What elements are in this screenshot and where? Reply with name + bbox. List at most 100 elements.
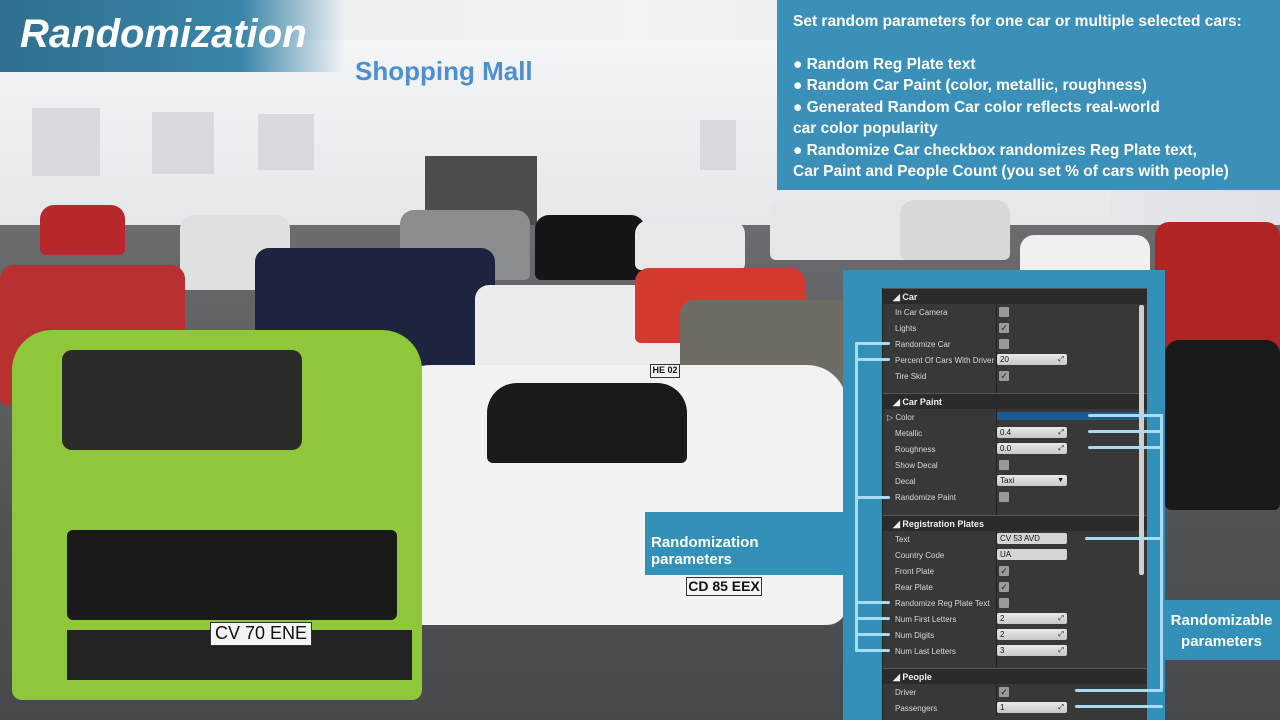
prop-label: Decal [895, 477, 916, 486]
section-title: Registration Plates [902, 519, 984, 529]
prop-label: Color [895, 413, 915, 422]
prop-label: Passengers [895, 704, 938, 713]
callout-text: Randomizable [1170, 612, 1273, 629]
section-registration-plates[interactable]: ◢ Registration Plates [883, 515, 1147, 531]
lights-checkbox[interactable]: ✓ [999, 323, 1009, 333]
prop-front-plate: Front Plate✓ [883, 563, 1147, 579]
num-first-letters-input[interactable]: 2⤢ [997, 613, 1067, 624]
car [635, 220, 745, 270]
car [1165, 340, 1280, 510]
tire-skid-checkbox[interactable]: ✓ [999, 371, 1009, 381]
license-plate: CD 85 EEX [686, 577, 762, 596]
car [40, 205, 125, 255]
prop-num-first-letters: Num First Letters 2⤢ [883, 611, 1147, 627]
country-code-input[interactable]: UA [997, 549, 1067, 560]
expand-arrow-icon: ▷ Color [887, 413, 915, 422]
green-pickup-truck: CV 70 ENE [12, 330, 422, 700]
connector-line [855, 601, 890, 604]
prop-rear-plate: Rear Plate ✓ [883, 579, 1147, 595]
in-car-camera-checkbox[interactable] [999, 307, 1009, 317]
prop-randomize-plate-text: Randomize Reg Plate Text [883, 595, 1147, 611]
connector-line [1088, 430, 1163, 433]
prop-label: Rear Plate [895, 583, 933, 592]
num-digits-input[interactable]: 2⤢ [997, 629, 1067, 640]
white-sports-car [372, 365, 847, 625]
prop-passengers: Passengers 1⤢ [883, 700, 1147, 716]
connector-line [1160, 414, 1163, 690]
info-bullet: ● Randomize Car checkbox randomizes Reg … [793, 141, 1197, 159]
title-banner [0, 0, 345, 72]
percent-driver-input[interactable]: 20 ⤢ [997, 354, 1067, 365]
drag-icon: ⤢ [1058, 429, 1064, 436]
prop-label: Metallic [895, 429, 923, 438]
info-bullet: Car Paint and People Count (you set % of… [793, 163, 1229, 180]
prop-label: Text [895, 535, 910, 544]
rear-plate-checkbox[interactable]: ✓ [999, 582, 1009, 592]
section-title: People [902, 672, 932, 682]
metallic-input[interactable]: 0.4 ⤢ [997, 427, 1067, 438]
section-people[interactable]: ◢ People [883, 668, 1147, 684]
connector-line [855, 649, 890, 652]
prop-roughness: Roughness 0.0⤢ [883, 441, 1147, 457]
prop-metallic: Metallic 0.4 ⤢ [883, 425, 1147, 441]
value: 20 [1000, 355, 1009, 364]
roughness-input[interactable]: 0.0⤢ [997, 443, 1067, 454]
prop-label: Show Decal [895, 461, 938, 470]
prop-label: Lights [895, 324, 917, 333]
decal-dropdown[interactable]: Taxi▼ [997, 475, 1067, 486]
section-title: Car Paint [902, 397, 942, 407]
passengers-input[interactable]: 1⤢ [997, 702, 1067, 713]
num-last-letters-input[interactable]: 3⤢ [997, 645, 1067, 656]
prop-lights: Lights ✓ [883, 320, 1147, 336]
section-title: Car [902, 292, 918, 302]
connector-line [855, 633, 890, 636]
prop-show-decal: Show Decal [883, 457, 1147, 473]
info-bullet: ● Random Reg Plate text [793, 55, 976, 73]
prop-randomize-paint: Randomize Paint [883, 489, 1147, 505]
drag-icon: ⤢ [1058, 631, 1064, 638]
prop-label: In Car Camera [895, 308, 948, 317]
prop-label: Roughness [895, 445, 936, 454]
value: Taxi [1000, 476, 1015, 485]
car [900, 200, 1010, 260]
prop-tire-skid: Tire Skid ✓ [883, 368, 1147, 384]
prop-label: Randomize Paint [895, 493, 956, 502]
prop-label: Randomize Reg Plate Text [895, 599, 990, 608]
randomize-paint-checkbox[interactable] [999, 492, 1009, 502]
page-title: Randomization [20, 12, 307, 56]
driver-checkbox[interactable]: ✓ [999, 687, 1009, 697]
drag-icon: ⤢ [1058, 647, 1064, 654]
prop-label: Num First Letters [895, 615, 957, 624]
prop-label: Country Code [895, 551, 945, 560]
connector-line [1088, 414, 1163, 417]
drag-icon: ⤢ [1058, 356, 1064, 363]
randomize-car-checkbox[interactable] [999, 339, 1009, 349]
color-swatch[interactable] [997, 412, 1147, 420]
prop-in-car-camera: In Car Camera [883, 304, 1147, 320]
license-plate: HE 02 [650, 364, 680, 378]
prop-label: Tire Skid [895, 372, 927, 381]
info-bullet: car color popularity [793, 120, 938, 137]
prop-label: Randomize Car [895, 340, 951, 349]
section-car-paint[interactable]: ◢ Car Paint [883, 393, 1147, 409]
front-plate-checkbox[interactable]: ✓ [999, 566, 1009, 576]
value: 0.4 [1000, 428, 1012, 437]
randomize-plate-text-checkbox[interactable] [999, 598, 1009, 608]
info-box: Set random parameters for one car or mul… [777, 0, 1280, 190]
details-panel: ◢ Car In Car Camera Lights ✓ Randomize Ca… [882, 288, 1147, 720]
panel-scrollbar[interactable] [1139, 305, 1144, 575]
plate-text-input[interactable]: CV 53 AVD [997, 533, 1067, 544]
section-car[interactable]: ◢ Car [883, 288, 1147, 304]
prop-driver: Driver✓ [883, 684, 1147, 700]
value: 2 [1000, 614, 1005, 623]
license-plate: CV 70 ENE [210, 622, 312, 646]
value: 1 [1000, 703, 1005, 712]
connector-line [1075, 689, 1163, 692]
value: 2 [1000, 630, 1005, 639]
show-decal-checkbox[interactable] [999, 460, 1009, 470]
connector-line [1085, 537, 1163, 540]
prop-plate-text: Text CV 53 AVD [883, 531, 1147, 547]
